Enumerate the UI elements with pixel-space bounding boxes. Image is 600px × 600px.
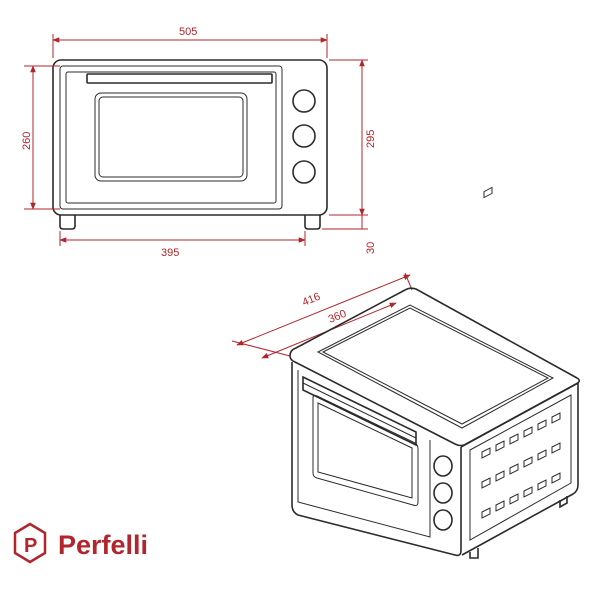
depth-label: 416 [301,291,323,309]
base-width-label: 395 [161,247,179,259]
front-view: 505 260 295 30 395 [21,26,377,259]
foot-height-label: 30 [365,242,377,254]
side-vents [483,186,493,199]
hexagon-icon [13,522,47,564]
brand-name: Perfelli [58,530,148,560]
knob-icon [433,482,453,504]
logo-letter: P [24,535,37,557]
width-label: 505 [179,26,197,38]
total-height-label: 295 [365,130,377,148]
knob-icon [292,89,316,113]
iso-view: 416 360 [231,186,581,559]
knob-icon [433,455,453,477]
knob-icon [292,124,316,148]
knob-icon [433,509,453,531]
inner-depth-label: 360 [327,308,349,326]
height-label: 260 [21,132,33,150]
knob-icon [292,160,316,184]
brand-logo: P Perfelli [13,522,148,564]
